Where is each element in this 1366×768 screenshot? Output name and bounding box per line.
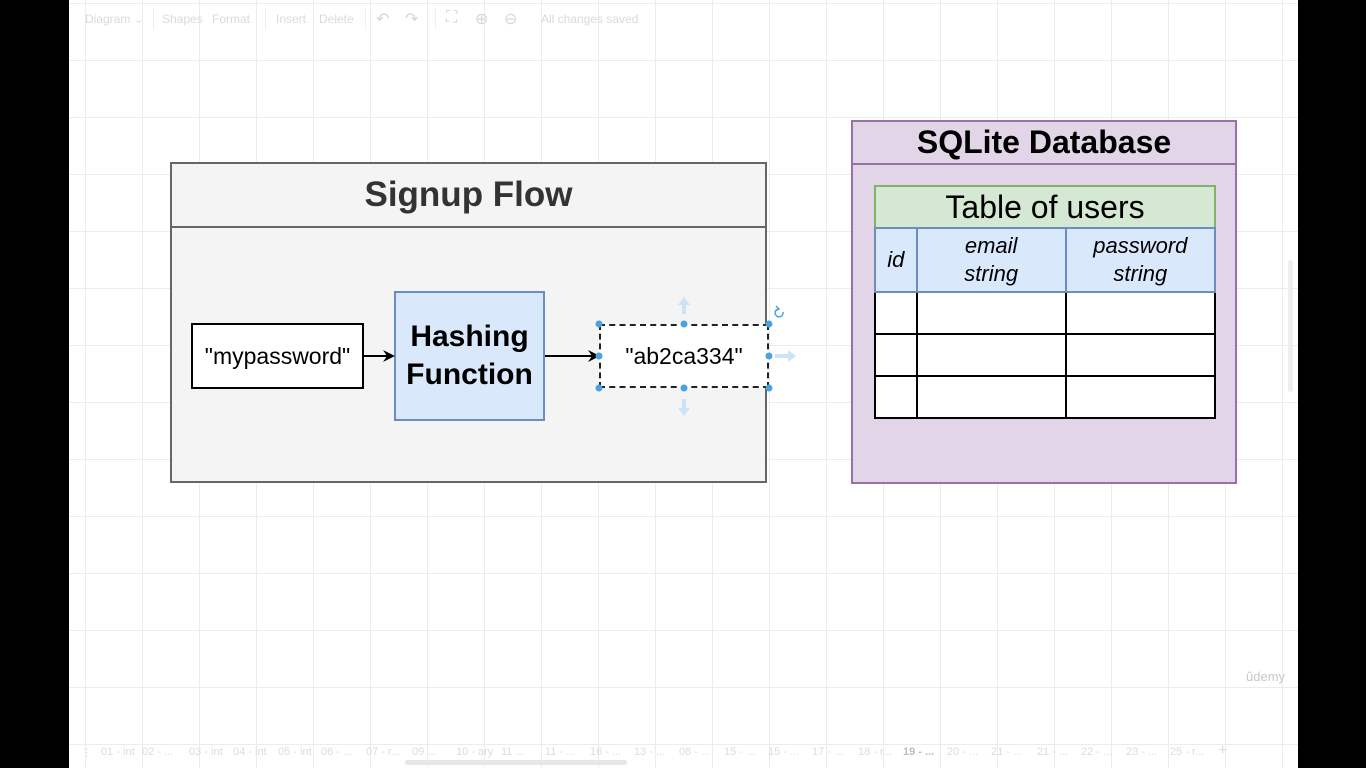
delete-button[interactable]: Delete [319,12,354,26]
page-tab[interactable]: 02 - ... [142,746,174,758]
table-cell[interactable] [915,375,1067,419]
table-row [874,291,1217,335]
page-tab-active[interactable]: 19 - ... [903,746,935,758]
table-row [874,375,1217,419]
toolbar-divider [265,8,266,30]
page-tab[interactable]: 10 - ary [456,746,494,758]
page-tab[interactable]: 20 - ... [947,746,979,758]
hashing-function-box[interactable]: Hashing Function [394,291,545,421]
table-cell[interactable] [1064,291,1217,335]
database-title: SQLite Database [853,122,1235,165]
page-tab[interactable]: 08 - ... [679,746,711,758]
toolbar-divider [365,8,366,30]
page-tab[interactable]: 15 - ... [724,746,756,758]
page-tab[interactable]: 07 - r... [366,746,401,758]
toolbar: Diagram ⌄ Shapes Format Insert Delete ↶ … [69,0,1298,38]
page-tab[interactable]: 03 - int [189,746,223,758]
table-cell[interactable] [874,375,918,419]
page-tab[interactable]: 06 - ... [321,746,353,758]
column-header-email[interactable]: email string [915,227,1067,293]
add-page-icon[interactable]: + [1218,742,1228,759]
table-row [874,333,1217,377]
column-header-id[interactable]: id [874,227,918,293]
page-tab[interactable]: 21 - ... [991,746,1023,758]
format-button[interactable]: Format [212,12,251,26]
page-tab[interactable]: 09 ... [412,746,437,758]
toolbar-divider [153,8,154,30]
save-status: All changes saved [541,12,639,26]
page-tab[interactable]: 05 - int [278,746,312,758]
page-tab[interactable]: 17 - ... [812,746,844,758]
watermark-logo: ûdemy [1246,669,1286,684]
connect-arrow-icon[interactable] [678,297,796,416]
hashing-function-label-2: Function [406,358,533,391]
undo-icon[interactable]: ↶ [376,11,390,28]
page-tab[interactable]: 16 - ... [590,746,622,758]
page-tabs-bar: ⋮ 01 - int 02 - ... 03 - int 04 - int 05… [69,740,1298,766]
rotate-handle-icon[interactable] [774,305,784,318]
signup-flow-container[interactable]: Signup Flow "mypassword" Hashing Functio… [170,162,796,483]
column-header-password-name: password [1093,233,1188,258]
horizontal-scrollbar[interactable] [405,760,627,765]
column-header-id-name: id [887,247,905,272]
table-cell[interactable] [874,291,918,335]
zoom-out-icon[interactable]: ⊖ [504,11,518,28]
flow-overlay [364,297,796,416]
vertical-scrollbar[interactable] [1288,260,1293,392]
plain-password-box[interactable]: "mypassword" [191,323,364,389]
table-header-row: id email string password string [874,227,1217,293]
users-table[interactable]: id email string password string [874,227,1217,419]
selection-handles[interactable] [595,320,773,392]
signup-flow-title: Signup Flow [172,164,765,228]
page-tab[interactable]: 11 - ... [545,746,576,758]
fullscreen-icon[interactable]: ⛶ [446,9,458,26]
page-tab[interactable]: 23 - ... [1126,746,1158,758]
page-tab[interactable]: 15 - ... [768,746,800,758]
page-tab[interactable]: 22 - ... [1081,746,1113,758]
hashing-function-label-1: Hashing [410,320,529,353]
page-tab[interactable]: 18 - r... [858,746,893,758]
page-tab[interactable]: 13 - ... [634,746,666,758]
page-tab[interactable]: 01 - int [101,746,135,758]
column-header-email-type: string [964,261,1019,286]
table-cell[interactable] [915,291,1067,335]
column-header-email-name: email [964,233,1018,258]
page-tab[interactable]: 04 - int [233,746,267,758]
hashed-output-text: "ab2ca334" [625,342,743,369]
page-tab[interactable]: 25 - r... [1170,746,1205,758]
diagram-menu[interactable]: Diagram ⌄ [85,12,144,26]
page-tab[interactable]: 21 - ... [1037,746,1069,758]
page-tab[interactable]: 11 ... [501,746,525,758]
column-header-password[interactable]: password string [1064,227,1217,293]
table-cell[interactable] [1064,333,1217,377]
plain-password-text: "mypassword" [204,342,351,369]
toolbar-divider [435,8,436,30]
zoom-in-icon[interactable]: ⊕ [475,11,489,28]
page-tab[interactable]: ⋮ [81,747,92,759]
redo-icon[interactable]: ↷ [405,11,419,28]
sqlite-database-container[interactable]: SQLite Database Table of users id email … [851,120,1237,484]
table-cell[interactable] [1064,375,1217,419]
table-title: Table of users [874,185,1216,229]
diagram-canvas[interactable]: Diagram ⌄ Shapes Format Insert Delete ↶ … [69,0,1298,768]
table-cell[interactable] [915,333,1067,377]
insert-button[interactable]: Insert [276,12,307,26]
table-cell[interactable] [874,333,918,377]
shapes-button[interactable]: Shapes [162,12,203,26]
column-header-password-type: string [1113,261,1168,286]
